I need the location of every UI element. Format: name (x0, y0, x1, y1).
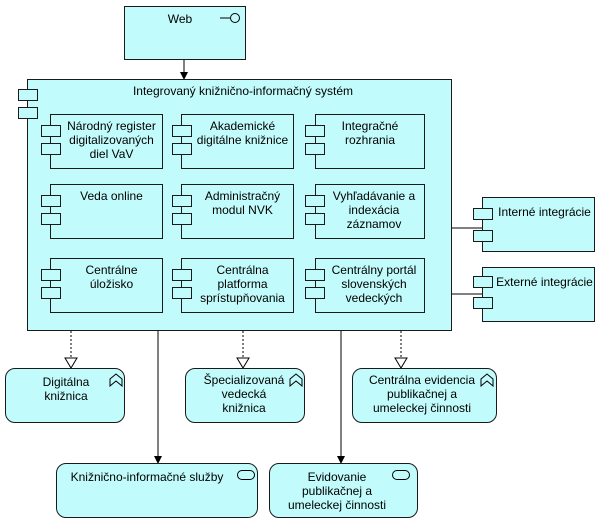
web-label: Web (167, 12, 193, 26)
component-icon (473, 208, 493, 220)
component-label: Centrálny portál slovenských vedeckých (331, 263, 417, 305)
component-icon (305, 213, 325, 225)
component-icon (305, 287, 325, 299)
component-central-storage[interactable]: Centrálne úložisko (50, 258, 163, 313)
component-icon (473, 230, 493, 242)
service-label: Knižnično-informačné služby (70, 470, 224, 484)
service-label: Evidovanie publikačnej a umeleckej činno… (287, 470, 387, 512)
component-icon (172, 195, 192, 207)
component-label: Vyhľadávanie a indexácia záznamov (332, 189, 416, 231)
component-label: Integračné rozhrania (341, 119, 399, 147)
function-label: Digitálna knižnica (42, 375, 90, 403)
component-icon (305, 143, 325, 155)
component-integration-interfaces[interactable]: Integračné rozhrania (315, 114, 425, 169)
service-publication-recording[interactable]: Evidovanie publikačnej a umeleckej činno… (269, 463, 418, 518)
component-label: Centrálna platforma sprístupňovania (200, 263, 285, 305)
component-access-platform[interactable]: Centrálna platforma sprístupňovania (181, 258, 294, 313)
external-integrations-label: Externé integrácie (496, 275, 593, 289)
service-icon (237, 470, 255, 480)
component-veda-online[interactable]: Veda online (50, 184, 163, 239)
component-label: Centrálne úložisko (85, 263, 138, 291)
component-icon (41, 143, 61, 155)
component-label: Veda online (80, 189, 143, 203)
function-chevron-icon (289, 373, 303, 387)
component-icon (172, 143, 192, 155)
external-integrations[interactable]: Externé integrácie (482, 267, 595, 322)
function-chevron-icon (480, 373, 494, 387)
system-component-icon-bottom (18, 107, 38, 119)
interface-icon (220, 13, 240, 23)
component-icon (473, 276, 493, 288)
component-label: Národný register digitalizovaných diel V… (67, 119, 156, 161)
component-admin-module[interactable]: Administračný modul NVK (181, 184, 294, 239)
component-icon (172, 269, 192, 281)
component-icon (305, 195, 325, 207)
internal-integrations[interactable]: Interné integrácie (482, 197, 595, 252)
component-icon (41, 213, 61, 225)
component-icon (172, 213, 192, 225)
component-icon (41, 287, 61, 299)
component-icon (305, 269, 325, 281)
component-central-portal[interactable]: Centrálny portál slovenských vedeckých (315, 258, 425, 313)
function-digital-library[interactable]: Digitálna knižnica (5, 368, 125, 423)
component-icon (305, 125, 325, 137)
component-icon (172, 125, 192, 137)
component-label: Administračný modul NVK (204, 189, 281, 217)
component-label: Akademické digitálne knižnice (196, 119, 289, 147)
function-label: Centrálna evidencia publikačnej a umelec… (368, 373, 476, 415)
web-interface[interactable]: Web (124, 6, 246, 60)
function-label: Špecializovaná vedecká knižnica (203, 373, 285, 415)
system-title: Integrovaný knižnično-informačný systém (132, 84, 354, 98)
function-specialized-library[interactable]: Špecializovaná vedecká knižnica (185, 368, 305, 423)
function-central-registry[interactable]: Centrálna evidencia publikačnej a umelec… (352, 368, 497, 423)
function-chevron-icon (109, 373, 123, 387)
service-icon (392, 470, 410, 480)
component-academic-libraries[interactable]: Akademické digitálne knižnice (181, 114, 294, 169)
system-component-icon-top (18, 89, 38, 101)
component-icon (41, 195, 61, 207)
component-icon (41, 269, 61, 281)
service-library-information[interactable]: Knižnično-informačné služby (56, 463, 258, 518)
internal-integrations-label: Interné integrácie (498, 205, 591, 219)
component-national-register[interactable]: Národný register digitalizovaných diel V… (50, 114, 163, 169)
component-search-indexing[interactable]: Vyhľadávanie a indexácia záznamov (315, 184, 425, 239)
component-icon (41, 125, 61, 137)
component-icon (172, 287, 192, 299)
component-icon (473, 297, 493, 309)
